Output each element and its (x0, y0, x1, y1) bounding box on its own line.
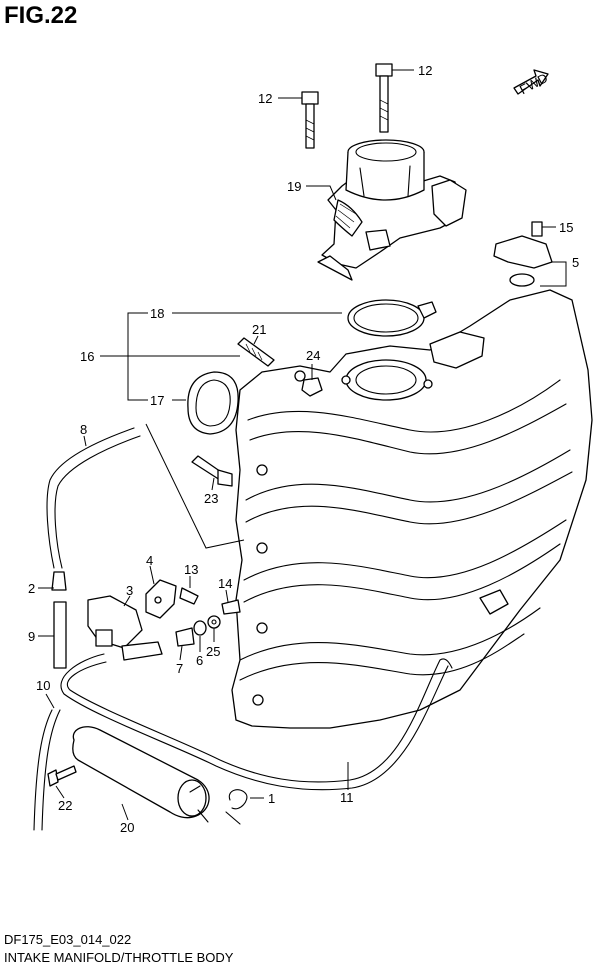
callout-12-left: 12 (258, 91, 272, 106)
valve-3 (87, 595, 163, 661)
screw-13 (179, 587, 199, 605)
callout-3: 3 (126, 583, 133, 598)
callout-10: 10 (36, 678, 50, 693)
collar-7 (175, 627, 195, 647)
callout-1: 1 (268, 791, 275, 806)
stud-21 (237, 337, 275, 367)
intake-manifold (231, 289, 593, 729)
figure-title: FIG.22 (4, 2, 78, 29)
callout-15: 15 (559, 220, 573, 235)
callout-21: 21 (252, 322, 266, 337)
callout-20: 20 (120, 820, 134, 835)
hose-11 (60, 653, 453, 791)
fwd-label: FWD (517, 70, 550, 97)
gasket-17 (187, 371, 239, 435)
nut-24 (301, 377, 323, 397)
callout-11: 11 (340, 790, 354, 805)
hose-10 (33, 709, 61, 831)
diagram-caption: INTAKE MANIFOLD/THROTTLE BODY (4, 950, 234, 965)
callout-16: 16 (80, 349, 94, 364)
bracket-4 (145, 579, 177, 619)
joint-2 (51, 571, 67, 591)
callout-14: 14 (218, 576, 232, 591)
bolt-12-left (301, 91, 319, 149)
callout-8: 8 (80, 422, 87, 437)
leader-lines (38, 69, 567, 821)
callout-23: 23 (204, 491, 218, 506)
bolt-22 (47, 765, 77, 787)
gasket-18 (347, 299, 437, 337)
callout-5: 5 (572, 255, 579, 270)
bolt-12-right (375, 63, 393, 133)
callout-19: 19 (287, 179, 301, 194)
callout-13: 13 (184, 562, 198, 577)
callout-7: 7 (176, 661, 183, 676)
hose-8 (46, 427, 141, 569)
callout-9: 9 (28, 629, 35, 644)
sensor-assembly (493, 221, 553, 287)
filter-20 (72, 726, 210, 823)
callout-12-right: 12 (418, 63, 432, 78)
callout-22: 22 (58, 798, 72, 813)
throttle-body (317, 139, 467, 281)
callout-4: 4 (146, 553, 153, 568)
washer-25 (207, 615, 221, 629)
callout-25: 25 (206, 644, 220, 659)
grommet-6 (193, 620, 207, 636)
hose-9 (53, 601, 67, 669)
callout-18: 18 (150, 306, 164, 321)
diagram-code: DF175_E03_014_022 (4, 932, 132, 947)
clamp-1 (225, 789, 248, 825)
bolt-14 (221, 599, 241, 615)
callout-24: 24 (306, 348, 320, 363)
callout-6: 6 (196, 653, 203, 668)
callout-2: 2 (28, 581, 35, 596)
fwd-arrow-icon: FWD (513, 69, 550, 97)
callout-17: 17 (150, 393, 164, 408)
bolt-23 (191, 455, 233, 487)
